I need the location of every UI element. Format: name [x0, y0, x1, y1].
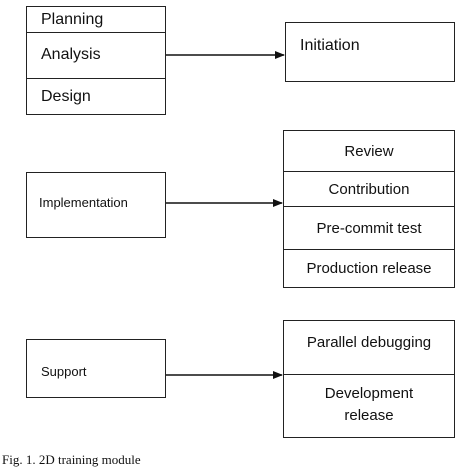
implementation: Implementation	[27, 173, 165, 231]
phase-analysis-label: Analysis	[41, 46, 101, 63]
implementation-box: Implementation	[26, 172, 166, 238]
divider	[27, 78, 165, 79]
step-review-label: Review	[344, 142, 394, 160]
step-pre-commit-test: Pre-commit test	[284, 207, 454, 249]
divider	[284, 374, 454, 375]
phase-box-planning-analysis-design: Planning Analysis Design	[26, 6, 166, 115]
phase-planning-label: Planning	[41, 10, 104, 28]
implementation-label: Implementation	[39, 194, 128, 210]
step-production-release-label: Production release	[306, 259, 432, 277]
figure-caption: Fig. 1. 2D training module	[2, 452, 141, 467]
divider	[284, 249, 454, 250]
phase-design-label: Design	[41, 88, 91, 105]
step-contribution: Contribution	[284, 172, 454, 206]
support-steps-box: Parallel debugging Development release	[283, 320, 455, 438]
support-label: Support	[41, 363, 87, 379]
implementation-steps-box: Review Contribution Pre-commit test Prod…	[283, 130, 455, 288]
step-development-release: Development release	[284, 375, 454, 435]
divider	[27, 32, 165, 33]
step-parallel-debugging-label: Parallel debugging	[306, 333, 432, 351]
step-pre-commit-test-label: Pre-commit test	[316, 219, 422, 237]
step-review: Review	[284, 131, 454, 171]
divider	[284, 171, 454, 172]
step-parallel-debugging: Parallel debugging	[284, 321, 454, 363]
step-development-release-label: Development release	[324, 385, 414, 424]
phase-design: Design	[27, 79, 165, 115]
initiation-label: Initiation	[300, 37, 360, 54]
step-production-release: Production release	[284, 250, 454, 286]
step-contribution-label: Contribution	[328, 180, 410, 198]
phase-analysis: Analysis	[27, 33, 165, 77]
divider	[284, 206, 454, 207]
initiation-box: Initiation	[285, 22, 455, 82]
support: Support	[27, 340, 165, 402]
initiation: Initiation	[286, 23, 454, 69]
support-box: Support	[26, 339, 166, 398]
phase-planning: Planning	[27, 7, 165, 32]
